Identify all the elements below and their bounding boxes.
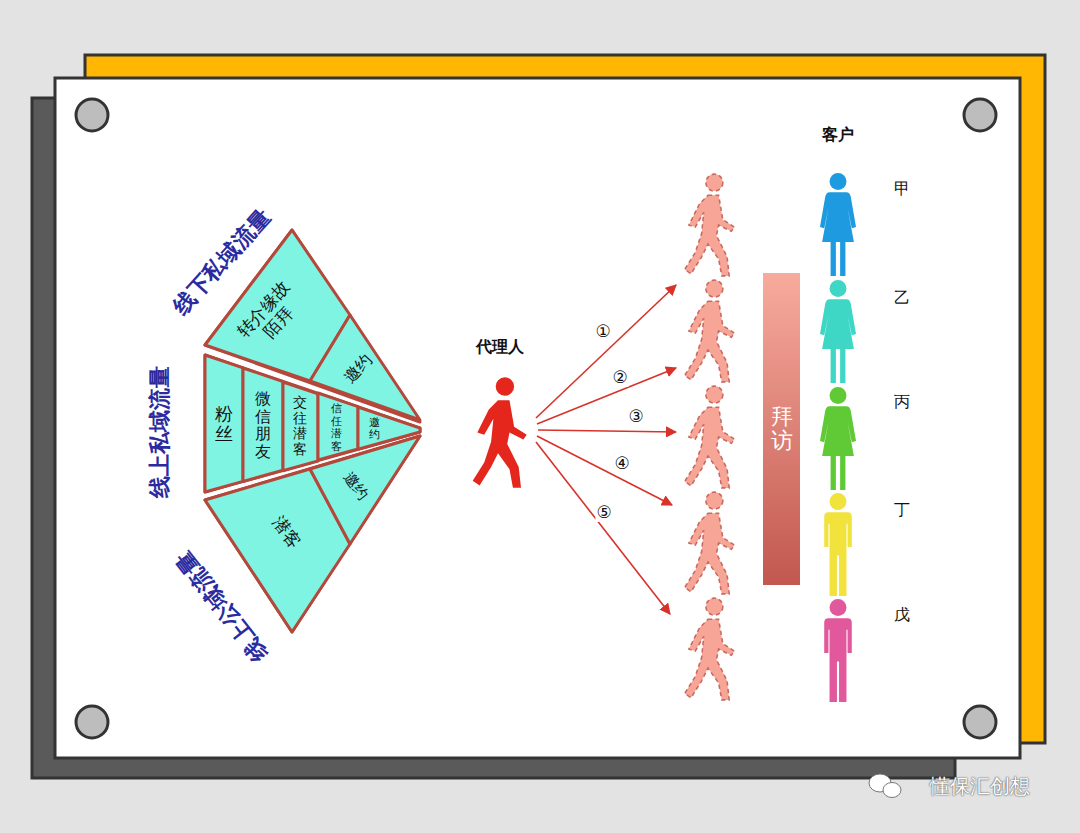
customer-name: 丁 bbox=[894, 500, 910, 521]
customer-name: 戊 bbox=[894, 605, 910, 626]
bar-label: 拜访 bbox=[771, 405, 793, 453]
visit-bar: 拜访 bbox=[763, 273, 800, 585]
cell-label: 交往潜客 bbox=[293, 396, 307, 458]
callout-number: ① bbox=[594, 321, 611, 341]
visit-arrows bbox=[536, 285, 676, 614]
cell-label: 微信朋友 bbox=[255, 390, 271, 460]
funnel-cell: 微信朋友 bbox=[243, 368, 283, 481]
funnel-band: 线上公域流量潜客邀约 bbox=[205, 436, 420, 632]
watermark: 懂保汇创想 bbox=[930, 773, 1030, 800]
white-card bbox=[55, 78, 1020, 758]
callout-number: ⑤ bbox=[595, 502, 612, 522]
cell-label: 信任潜客 bbox=[330, 403, 341, 453]
customer-name: 乙 bbox=[894, 288, 910, 309]
band-heading: 线上私域流量 bbox=[145, 366, 175, 498]
customer-name: 甲 bbox=[894, 179, 910, 200]
customer-figures bbox=[820, 173, 856, 702]
funnel-cell: 交往潜客 bbox=[283, 382, 318, 471]
funnel-cell: 粉丝 bbox=[205, 355, 243, 492]
callout-number: ④ bbox=[613, 453, 630, 473]
agent-label: 代理人 bbox=[476, 337, 524, 358]
funnel-cell: 信任潜客 bbox=[318, 393, 358, 460]
customer-name: 丙 bbox=[894, 392, 910, 413]
prospect-figures bbox=[685, 174, 735, 700]
wechat-icon bbox=[869, 774, 901, 798]
funnel-cell: 邀约 bbox=[310, 436, 420, 544]
cell-label: 粉丝 bbox=[215, 404, 233, 444]
screw-holes bbox=[76, 99, 996, 738]
cell-label: 邀约 bbox=[369, 417, 380, 441]
agent-figure bbox=[473, 377, 527, 487]
callout-number: ② bbox=[611, 367, 628, 387]
callout-number: ③ bbox=[627, 406, 644, 426]
customer-heading: 客户 bbox=[822, 125, 854, 146]
